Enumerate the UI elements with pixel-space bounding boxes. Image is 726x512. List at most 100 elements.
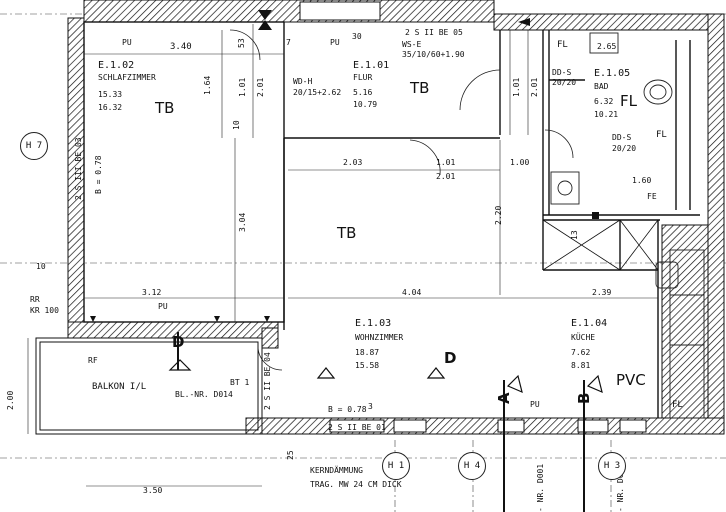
axis-bubble-h3: H 3 [598,452,626,480]
floor-code-pvc: PVC [616,371,646,389]
pu-bottom: PU [158,302,168,311]
dim-53: 53 [237,38,246,48]
dim-2-01-left: 2.01 [256,77,265,97]
room-name-flur: FLUR [353,73,373,82]
bath-fixtures [550,32,705,419]
door-code-ws: WS-E [402,40,422,49]
dim-3-12: 3.12 [142,288,162,297]
axis-bubble-h1: H 1 [382,452,410,480]
width-b-left: B = 0.78 [94,155,103,194]
code-rf: RF [88,356,98,365]
drawing-number-a: - NR. D001 [536,463,545,512]
dim-1-60: 1.60 [632,176,652,185]
dim-75-top: 7 [286,38,291,47]
code-fe: FE [647,192,657,201]
door-dims-ws: 35/10/60+1.90 [402,50,465,59]
door-code-wd: WD-H [293,77,313,86]
tb-mark-schlafzimmer: TB [155,99,175,117]
axis-bubble-h7: H 7 [20,132,48,160]
balkon-block-number: BL.-NR. D014 [175,390,233,399]
dim-2-01-mid: 2.01 [436,172,456,181]
room-name-balkon: BALKON I/L [92,382,147,392]
room-area2-kueche: 8.81 [571,361,591,370]
room-area1-flur: 5.16 [353,88,373,97]
pu-top-flur: PU [330,38,340,47]
dim-2-20: 2.20 [494,205,503,225]
dim-1-00: 1.00 [510,158,530,167]
room-id-kueche: E.1.04 [571,318,608,329]
floor-code-fl-bad: FL [620,92,637,110]
dim-3-04: 3.04 [238,212,247,232]
hatched-walls [67,0,725,435]
door-dims-dds-mid: 20/20 [612,144,637,153]
dimension-lines [27,24,658,487]
pu-kueche: PU [530,400,540,409]
room-area2-bad: 10.21 [594,110,619,119]
width-b-bottom-sup: 3 [368,402,373,411]
dim-1-01-left: 1.01 [238,77,247,97]
door-code-dds-top: DD-S [552,68,572,77]
dim-2-00: 2.00 [6,390,15,410]
lintel-code-bottom: 2 S II BE 01 [328,423,386,432]
note-wall: TRAG. MW 24 CM DICK [310,480,402,489]
duct-crossings [542,219,659,271]
dim-1-01-right: 1.01 [512,77,521,97]
section-mark-b: B [575,392,593,404]
section-mark-d-right: D [444,349,457,367]
code-bt: BT 1 [230,378,250,387]
tb-mark-flur: TB [410,79,430,97]
room-name-kueche: KÜCHE [571,333,596,342]
dim-10-mid: 10 [232,120,241,130]
dim-30: 30 [352,32,362,41]
door-dims-dds-top: 20/20 [552,78,577,87]
room-id-wohnzimmer: E.1.03 [355,318,392,329]
lintel-code-left: 2 S III BE 03 [74,137,83,200]
floor-code-fl-kueche: FL [672,400,683,410]
code-kr: KR 100 [30,306,59,315]
room-id-bad: E.1.05 [594,68,631,79]
dim-13: 13 [570,230,579,240]
room-name-schlafzimmer: SCHLAFZIMMER [98,73,156,82]
section-mark-triangles [168,359,603,394]
room-id-schlafzimmer: E.1.02 [98,60,135,71]
axis-bubble-h4: H 4 [458,452,486,480]
floor-code-fl-bad-small: FL [557,40,568,50]
lintel-code-balcony: 2 S II BE 04 [263,352,272,410]
room-area2-flur: 10.79 [353,100,378,109]
room-name-bad: BAD [594,82,609,91]
width-b-bottom: B = 0.78 [328,405,367,414]
room-area1-schlafzimmer: 15.33 [98,90,123,99]
tb-mark-wohnzimmer: TB [337,224,357,242]
lintel-code-top: 2 S II BE 05 [405,28,463,37]
markers [90,10,599,322]
room-area2-schlafzimmer: 16.32 [98,103,123,112]
dim-3-40: 3.40 [170,42,192,52]
floor-code-fl-right: FL [656,130,667,140]
note-kerndaemmung: KERNDÄMMUNG [310,466,363,475]
door-code-dds-mid: DD-S [612,133,632,142]
balcony-outline [35,337,263,435]
dim-25: 25 [286,450,295,460]
section-mark-a: A [495,392,513,404]
room-area2-wohnzimmer: 15.58 [355,361,380,370]
dim-10-left: 10 [36,262,46,271]
section-mark-d-left: D [172,333,185,351]
windows [299,1,647,433]
section-lines [177,332,585,512]
interior-walls [83,21,700,418]
room-area1-bad: 6.32 [594,97,614,106]
dim-1-64: 1.64 [203,75,212,95]
dim-2-03: 2.03 [343,158,363,167]
dim-2-65: 2.65 [597,42,617,51]
pu-top-left: PU [122,38,132,47]
dim-1-01-mid: 1.01 [436,158,456,167]
dim-2-39: 2.39 [592,288,612,297]
room-area1-kueche: 7.62 [571,348,591,357]
room-area1-wohnzimmer: 18.87 [355,348,380,357]
room-id-flur: E.1.01 [353,60,390,71]
code-rr: RR [30,295,40,304]
dim-3-50: 3.50 [143,486,163,495]
door-dims-wd: 20/15+2.62 [293,88,342,97]
door-swings [229,29,574,371]
